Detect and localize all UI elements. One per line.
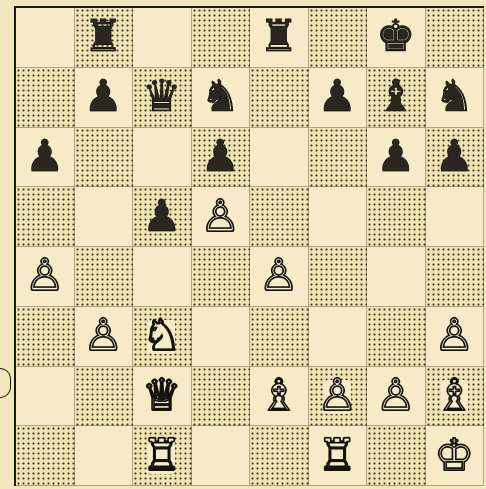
square-g5[interactable]	[367, 187, 426, 247]
black-knight-icon[interactable]: ♞	[201, 75, 240, 119]
square-e4[interactable]: ♙	[250, 247, 309, 307]
square-b7[interactable]: ♟	[75, 68, 134, 128]
black-rook-icon[interactable]: ♜	[259, 15, 298, 59]
square-h4[interactable]	[426, 247, 485, 307]
black-rook-icon[interactable]: ♜	[84, 15, 123, 59]
square-a5[interactable]	[16, 187, 75, 247]
square-f3[interactable]	[309, 307, 368, 367]
white-pawn-icon[interactable]: ♙	[201, 195, 240, 239]
square-e5[interactable]	[250, 187, 309, 247]
square-a4[interactable]: ♙	[16, 247, 75, 307]
square-b5[interactable]	[75, 187, 134, 247]
square-d8[interactable]	[192, 8, 251, 68]
square-f5[interactable]	[309, 187, 368, 247]
white-pawn-icon[interactable]: ♙	[259, 254, 298, 298]
square-c4[interactable]	[133, 247, 192, 307]
white-pawn-icon[interactable]: ♙	[25, 254, 64, 298]
square-f4[interactable]	[309, 247, 368, 307]
square-h6[interactable]: ♟	[426, 128, 485, 188]
white-pawn-icon[interactable]: ♙	[435, 314, 474, 358]
white-rook-icon[interactable]: ♖	[318, 434, 357, 478]
white-bishop-icon[interactable]: ♗	[435, 374, 474, 418]
square-e2[interactable]: ♗	[250, 367, 309, 427]
white-rook-icon[interactable]: ♖	[142, 434, 181, 478]
square-b1[interactable]	[75, 426, 134, 486]
white-knight-icon[interactable]: ♘	[142, 314, 181, 358]
white-pawn-icon[interactable]: ♙	[376, 374, 415, 418]
square-g8[interactable]: ♚	[367, 8, 426, 68]
black-queen-icon[interactable]: ♛	[142, 75, 181, 119]
square-b2[interactable]	[75, 367, 134, 427]
square-c2[interactable]: ♕	[133, 367, 192, 427]
square-d1[interactable]	[192, 426, 251, 486]
square-b6[interactable]	[75, 128, 134, 188]
square-c1[interactable]: ♖	[133, 426, 192, 486]
black-pawn-icon[interactable]: ♟	[84, 75, 123, 119]
square-a3[interactable]	[16, 307, 75, 367]
square-g1[interactable]	[367, 426, 426, 486]
square-d2[interactable]	[192, 367, 251, 427]
white-bishop-icon[interactable]: ♗	[259, 374, 298, 418]
square-g7[interactable]: ♝	[367, 68, 426, 128]
square-h3[interactable]: ♙	[426, 307, 485, 367]
black-pawn-icon[interactable]: ♟	[25, 135, 64, 179]
square-a7[interactable]	[16, 68, 75, 128]
square-d4[interactable]	[192, 247, 251, 307]
square-c5[interactable]: ♟	[133, 187, 192, 247]
square-a8[interactable]	[16, 8, 75, 68]
square-h8[interactable]	[426, 8, 485, 68]
black-pawn-icon[interactable]: ♟	[435, 135, 474, 179]
square-a2[interactable]	[16, 367, 75, 427]
white-king-icon[interactable]: ♔	[435, 434, 474, 478]
square-h5[interactable]	[426, 187, 485, 247]
square-e8[interactable]: ♜	[250, 8, 309, 68]
white-pawn-icon[interactable]: ♙	[318, 374, 357, 418]
square-a6[interactable]: ♟	[16, 128, 75, 188]
black-knight-icon[interactable]: ♞	[435, 75, 474, 119]
square-f7[interactable]: ♟	[309, 68, 368, 128]
square-d3[interactable]	[192, 307, 251, 367]
square-c3[interactable]: ♘	[133, 307, 192, 367]
black-bishop-icon[interactable]: ♝	[376, 75, 415, 119]
square-f8[interactable]	[309, 8, 368, 68]
square-e6[interactable]	[250, 128, 309, 188]
black-king-icon[interactable]: ♚	[376, 15, 415, 59]
square-b3[interactable]: ♙	[75, 307, 134, 367]
chess-board: ♜ ♜ ♚ ♟ ♛ ♞ ♟ ♝ ♞ ♟ ♟ ♟ ♟ ♟ ♙ ♙ ♙ ♙ ♘ ♙ ♕ ♗ ♙ ♙ ♗ ♖ ♖ ♔	[14, 6, 484, 486]
square-d5[interactable]: ♙	[192, 187, 251, 247]
square-b8[interactable]: ♜	[75, 8, 134, 68]
square-e7[interactable]	[250, 68, 309, 128]
square-g3[interactable]	[367, 307, 426, 367]
square-e1[interactable]	[250, 426, 309, 486]
square-d6[interactable]: ♟	[192, 128, 251, 188]
square-c6[interactable]	[133, 128, 192, 188]
square-h2[interactable]: ♗	[426, 367, 485, 427]
square-f2[interactable]: ♙	[309, 367, 368, 427]
square-d7[interactable]: ♞	[192, 68, 251, 128]
margin-bracket-mark	[0, 368, 11, 398]
black-pawn-icon[interactable]: ♟	[201, 135, 240, 179]
square-f1[interactable]: ♖	[309, 426, 368, 486]
square-c8[interactable]	[133, 8, 192, 68]
square-g6[interactable]: ♟	[367, 128, 426, 188]
square-c7[interactable]: ♛	[133, 68, 192, 128]
square-b4[interactable]	[75, 247, 134, 307]
white-pawn-icon[interactable]: ♙	[84, 314, 123, 358]
square-f6[interactable]	[309, 128, 368, 188]
square-g4[interactable]	[367, 247, 426, 307]
square-a1[interactable]	[16, 426, 75, 486]
black-pawn-icon[interactable]: ♟	[376, 135, 415, 179]
black-pawn-icon[interactable]: ♟	[142, 195, 181, 239]
black-pawn-icon[interactable]: ♟	[318, 75, 357, 119]
square-e3[interactable]	[250, 307, 309, 367]
white-queen-icon[interactable]: ♕	[142, 374, 181, 418]
square-h7[interactable]: ♞	[426, 68, 485, 128]
square-h1[interactable]: ♔	[426, 426, 485, 486]
square-g2[interactable]: ♙	[367, 367, 426, 427]
